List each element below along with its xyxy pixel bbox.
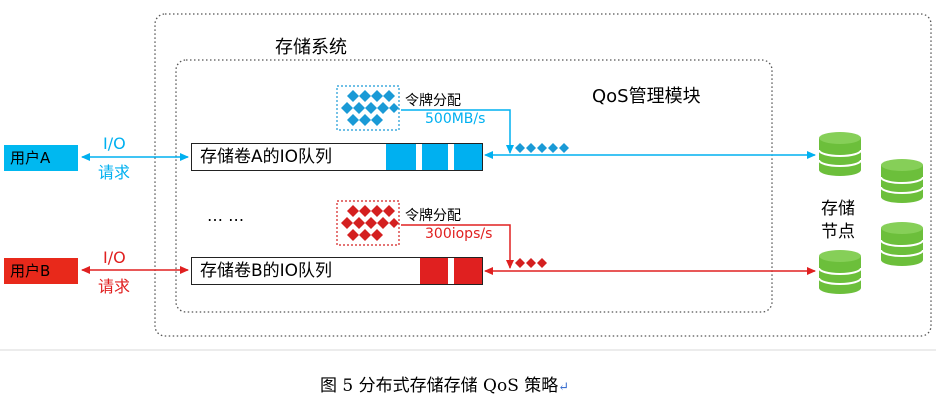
user-a-box: 用户A — [4, 145, 78, 171]
queue-b-item-2 — [454, 258, 482, 284]
user-b-label: 用户B — [10, 262, 51, 280]
storage-node-3 — [880, 222, 924, 266]
storage-nodes-label-2: 节点 — [821, 222, 855, 242]
queue-a-item-1 — [386, 144, 416, 170]
queue-a-item-3 — [454, 144, 482, 170]
user-b-io-label-2: 请求 — [98, 277, 131, 296]
token-pool-a-icon — [341, 90, 399, 126]
tokens-b-flow — [515, 258, 547, 268]
user-b-io-label-1: I/O — [103, 248, 126, 267]
token-a-rate: 500MB/s — [425, 111, 486, 127]
token-a-flow-line — [401, 109, 514, 154]
queue-b-item-1 — [420, 258, 448, 284]
user-a-io-label-1: I/O — [103, 134, 126, 153]
figure-caption: 图 5 分布式存储存储 QoS 策略↵ — [320, 371, 569, 396]
user-b-box: 用户B — [4, 258, 78, 284]
storage-nodes-label-1: 存储 — [821, 199, 855, 219]
token-b-label: 令牌分配 — [405, 208, 461, 224]
user-a-io-label-2: 请求 — [98, 163, 131, 182]
user-a-label: 用户A — [10, 149, 51, 167]
return-mark-icon: ↵ — [558, 380, 570, 395]
queue-a-label: 存储卷A的IO队列 — [200, 147, 333, 167]
storage-node-1 — [818, 132, 862, 176]
queue-b: 存储卷B的IO队列 — [191, 257, 483, 285]
storage-node-2 — [880, 159, 924, 203]
figure-caption-text: 图 5 分布式存储存储 QoS 策略 — [320, 376, 559, 396]
storage-system-label: 存储系统 — [275, 37, 347, 58]
storage-node-4 — [818, 250, 862, 294]
token-b-flow-line — [401, 224, 514, 269]
qos-module-border — [175, 59, 773, 313]
ellipsis: … … — [207, 206, 245, 225]
queue-b-label: 存储卷B的IO队列 — [200, 261, 333, 281]
token-b-rate: 300iops/s — [425, 226, 493, 242]
queue-a: 存储卷A的IO队列 — [191, 143, 483, 171]
qos-module-label: QoS管理模块 — [592, 86, 701, 107]
token-a-label: 令牌分配 — [405, 93, 461, 109]
token-pool-b-icon — [341, 205, 399, 241]
queue-a-item-2 — [422, 144, 448, 170]
storage-system-border — [154, 13, 932, 337]
tokens-a-flow — [515, 143, 569, 153]
